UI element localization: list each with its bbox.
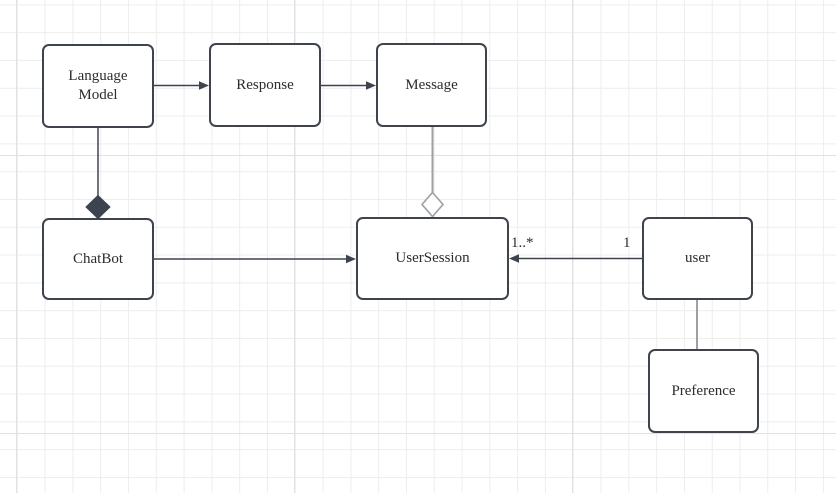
node-label: Preference [671,382,736,399]
node-label: UserSession [395,250,470,266]
node-chatbot[interactable]: ChatBot [42,218,154,300]
arrowhead-icon [509,254,519,263]
multiplicity-label-one: 1 [623,235,631,251]
edge-language-model-chatbot[interactable] [85,128,111,220]
multiplicity-label-many: 1..* [511,235,534,251]
node-user-session[interactable]: UserSession [356,217,509,300]
node-label: Language Model [68,68,128,103]
node-message[interactable]: Message [376,43,487,127]
node-label: Response [236,76,294,93]
edge-message-user-session[interactable] [420,127,445,218]
node-label: ChatBot [72,250,123,267]
aggregation-diamond-icon [420,191,445,218]
edge-language-model-response[interactable] [154,81,209,90]
edge-chatbot-user-session[interactable] [154,254,356,264]
edge-response-message[interactable] [321,81,376,90]
node-label: user [685,250,710,266]
arrowhead-icon [199,81,209,90]
node-response[interactable]: Response [209,43,321,127]
node-preference[interactable]: Preference [648,349,759,433]
arrowhead-icon [366,81,376,90]
node-user[interactable]: user [642,217,753,300]
composition-diamond-icon [85,194,111,220]
arrowhead-icon [346,254,356,264]
edge-user-user-session[interactable] [509,254,642,263]
node-language-model[interactable]: Language Model [42,44,154,128]
node-label: Message [405,76,458,93]
